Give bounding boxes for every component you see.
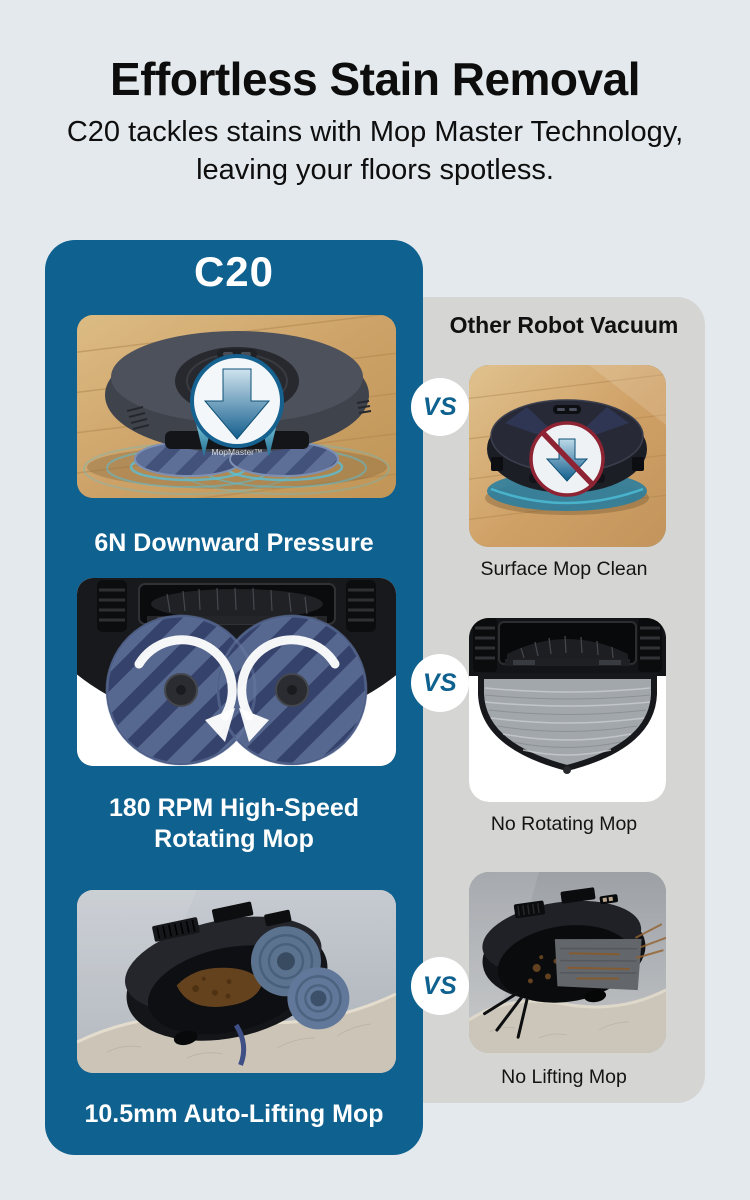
surface-mop-clean-photo bbox=[469, 365, 666, 547]
vs-badge-2: VS bbox=[411, 654, 469, 712]
lifted-mop-pads bbox=[250, 926, 350, 1030]
auto-lifting-mop-photo bbox=[77, 890, 396, 1073]
other-robot-panel: Other Robot Vacuum bbox=[400, 297, 705, 1103]
c20-caption-lifting: 10.5mm Auto-Lifting Mop bbox=[84, 1100, 384, 1128]
dust-streaks bbox=[634, 923, 666, 959]
downward-pressure-photo: MopMaster™ bbox=[77, 315, 396, 498]
downward-pressure-icon bbox=[190, 354, 284, 448]
surface-mop-clean-illustration bbox=[469, 365, 666, 547]
roller-brush bbox=[498, 621, 637, 666]
rotation-arrow-icon-left bbox=[134, 635, 237, 742]
downward-pressure-illustration: MopMaster™ bbox=[77, 315, 396, 498]
vs-badge-1-label: VS bbox=[422, 392, 458, 421]
no-downward-pressure-icon bbox=[529, 421, 605, 497]
flat-mop-pad bbox=[478, 673, 657, 774]
rotation-arrow-icon-right bbox=[237, 635, 340, 742]
c20-caption-pressure: 6N Downward Pressure bbox=[94, 529, 374, 557]
rotating-mop-illustration bbox=[77, 578, 396, 766]
side-brush bbox=[483, 991, 529, 1039]
page-title: Effortless Stain Removal bbox=[110, 53, 640, 105]
side-wheels bbox=[473, 618, 662, 672]
c20-caption-rotating: 180 RPM High-Speed Rotating Mop bbox=[45, 793, 423, 855]
c20-caption-rotating-text: 180 RPM High-Speed Rotating Mop bbox=[108, 794, 360, 853]
no-rotating-mop-photo bbox=[469, 618, 666, 802]
no-lifting-mop-photo bbox=[469, 872, 666, 1053]
no-rotating-mop-illustration bbox=[469, 618, 666, 802]
roller-slot bbox=[138, 583, 336, 625]
other-caption-no-lifting: No Lifting Mop bbox=[501, 1066, 627, 1088]
vs-badge-3: VS bbox=[411, 957, 469, 1015]
vs-badge-2-label: VS bbox=[422, 668, 458, 697]
corner-wheels bbox=[97, 580, 376, 632]
vs-badge-3-label: VS bbox=[422, 971, 458, 1000]
other-robot-panel-title: Other Robot Vacuum bbox=[449, 312, 679, 338]
no-lifting-mop-illustration bbox=[469, 872, 666, 1053]
tilted-robot bbox=[125, 901, 350, 1066]
c20-panel-title: C20 bbox=[193, 248, 275, 295]
rotating-mop-photo bbox=[77, 578, 396, 766]
c20-panel: C20 bbox=[45, 240, 423, 1155]
mopmaster-label: MopMaster™ bbox=[211, 447, 262, 457]
other-caption-no-rotating: No Rotating Mop bbox=[490, 813, 638, 835]
auto-lifting-mop-illustration bbox=[77, 890, 396, 1073]
tilted-robot bbox=[482, 887, 666, 1039]
dirty-mop-pad bbox=[554, 939, 642, 991]
vs-badge-1: VS bbox=[411, 378, 469, 436]
other-caption-surface-mop: Surface Mop Clean bbox=[480, 558, 648, 580]
page-subtitle: C20 tackles stains with Mop Master Techn… bbox=[66, 116, 684, 186]
